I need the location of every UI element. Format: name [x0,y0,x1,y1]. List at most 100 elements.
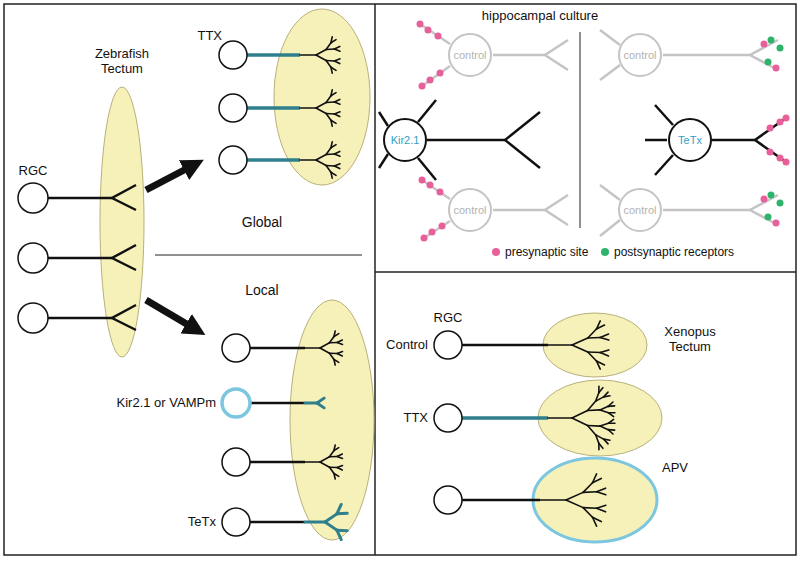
drawing-stroke [375,271,796,273]
arbor-branch [305,402,317,405]
arbor-branch [596,361,600,369]
arbor-branch [334,102,340,104]
rgc-axons [48,55,548,522]
arbor-branch [337,468,342,470]
drawing-stroke [427,77,434,84]
drawing-stroke [425,27,432,34]
arbor-branch [600,350,609,353]
drawing-stroke [505,112,540,168]
arbor-branch [329,456,337,458]
arbor-branch [334,360,335,365]
drawing-stroke [545,40,568,70]
arbor-branch [596,325,604,329]
drawing-stroke [663,209,750,212]
arbor-branch [566,492,583,500]
arbor-branch [326,153,334,155]
drawing-stroke [48,317,112,320]
hippocampal-neurites [379,24,786,238]
drawing-stroke [434,486,462,514]
drawing-stroke [538,380,662,456]
arbor-branch [305,347,320,349]
arbor-branch [588,337,600,339]
arbor-branch [598,443,600,449]
legend-swatch [601,248,609,256]
drawing-stroke [493,54,545,57]
arbor-branch [300,159,316,161]
arbor-branch [337,342,342,344]
drawing-stroke [247,158,300,162]
drawing-stroke [427,139,505,142]
drawing-stroke [768,37,775,44]
arbor-branch [572,345,588,352]
drawing-stroke [462,344,548,347]
arbor-branch [588,329,597,338]
drawing-stroke [417,21,790,242]
arbor-branch [608,413,613,417]
arbor-branch [316,154,326,160]
arbor-branch [600,410,609,413]
drawing-stroke [219,146,247,174]
arbor-branch [608,430,613,434]
arbor-branch [597,492,606,495]
arbor-branch [334,49,340,51]
drawing-stroke [112,185,136,210]
arbor-branch [600,353,608,356]
arbor-branch [320,343,329,348]
drawing-stroke [379,154,388,168]
text-label: Local [245,282,278,298]
drawing-stroke [773,220,780,227]
text-label: TTX [403,411,428,426]
drawing-stroke [600,220,620,236]
drawing-stroke [767,149,774,156]
arbor-branch [596,397,604,401]
drawing-stroke [545,195,568,225]
arbor-branch [334,334,339,337]
drawing-stroke [250,521,305,524]
legend-item: postsynaptic receptors [601,245,734,259]
arbor-branch [572,338,588,345]
arbor-branch [334,166,339,169]
arbor-branch [583,508,592,518]
arbor-branch [326,48,334,50]
drawing-stroke [219,41,247,69]
panel-frames [4,4,796,555]
drawing-stroke [767,125,774,132]
drawing-stroke [773,65,780,72]
arbor-branch [337,512,347,516]
drawing-stroke [418,100,436,122]
drawing-stroke [247,53,300,57]
legend-item: presynaptic site [492,245,588,259]
arbor-branch [572,410,588,418]
arbor-branch [600,423,609,426]
legend-text: presynaptic site [505,245,588,259]
soma-label: control [453,49,486,61]
drawing-stroke [222,334,250,362]
soma-label: TeTx [678,134,702,146]
text-label: Kir2.1 or VAMPm [117,396,216,411]
drawing-stroke [419,83,426,90]
text-label: RGC [434,311,463,326]
arbor-branch [325,514,337,522]
arbor-branch [593,478,602,482]
arbor-branch [326,43,331,50]
arbor-branch [329,353,334,359]
arbor-branch [305,521,325,524]
drawing-stroke [250,461,305,464]
arbor-branch [337,456,342,458]
neuron-soma: control [448,33,492,77]
legend-swatch [492,248,500,256]
axon-arbors [300,37,615,540]
arbor-branch [317,403,324,408]
drawing-stroke [112,245,136,270]
synapse-dots [417,21,790,242]
drawing-stroke [777,119,784,126]
neuron-soma: control [618,33,662,77]
arbor-branch [316,160,326,166]
drawing-stroke [251,402,305,405]
drawing-stroke [437,189,444,196]
text-label: TTX [197,29,222,44]
drawing-stroke [374,4,376,555]
neuron-soma: TeTx [668,118,712,162]
